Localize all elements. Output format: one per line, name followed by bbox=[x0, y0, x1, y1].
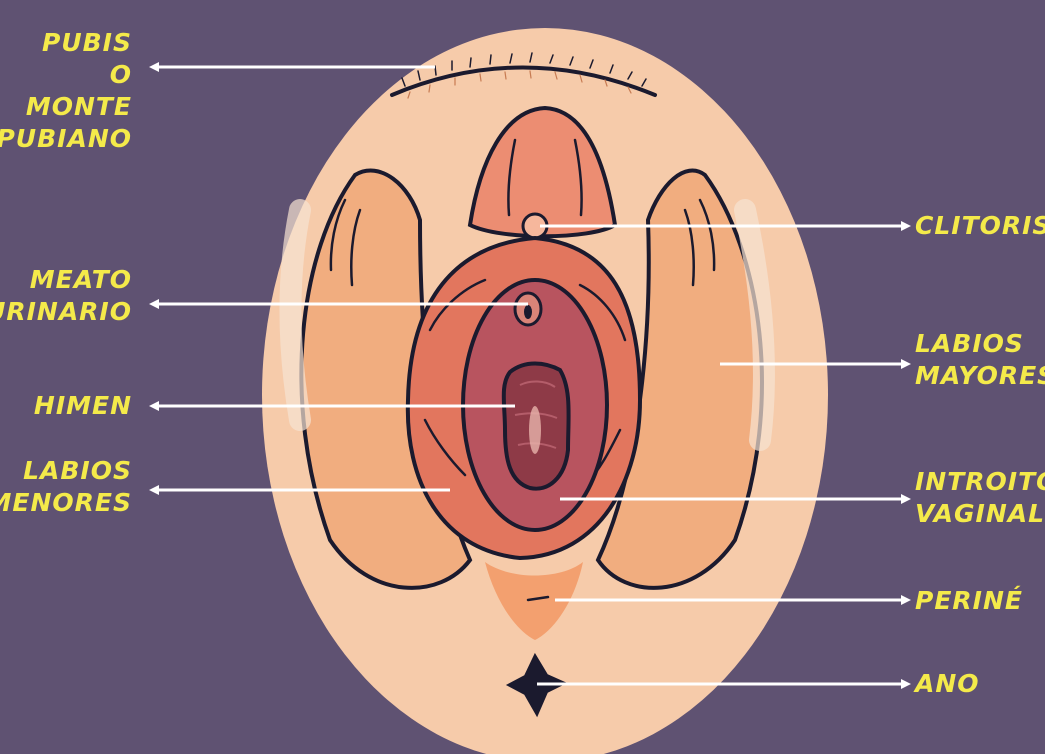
label-pubis: PUBIS O MONTE PUBIANO bbox=[0, 27, 132, 155]
label-himen: HIMEN bbox=[34, 390, 132, 422]
label-perine: PERINÉ bbox=[915, 585, 1023, 617]
label-labios-mayores: LABIOS MAYORES bbox=[915, 328, 1045, 392]
label-introito-vaginal: INTROITO VAGINAL bbox=[915, 466, 1045, 530]
label-clitoris: CLITORIS bbox=[915, 210, 1045, 242]
label-meato-urinario: MEATO URINARIO bbox=[0, 264, 132, 328]
label-ano: ANO bbox=[915, 668, 980, 700]
label-labios-menores: LABIOS MENORES bbox=[0, 455, 132, 519]
